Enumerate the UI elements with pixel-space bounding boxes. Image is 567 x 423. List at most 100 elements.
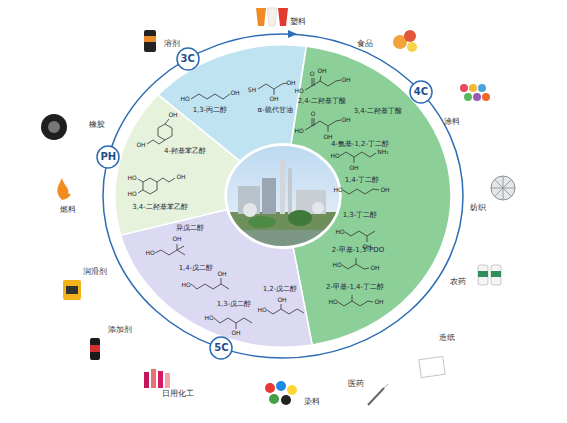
bond-line	[191, 94, 230, 99]
dye-dot	[281, 395, 291, 405]
atom-label: OH	[172, 236, 181, 242]
application-label: 纺织	[470, 204, 486, 212]
application-label: 润滑剂	[83, 268, 107, 276]
atom-label: HO	[257, 307, 266, 313]
category-code: 5C	[214, 343, 228, 353]
compound-name: 3,4-二羟基苯乙醇	[132, 204, 188, 211]
bond-line	[312, 78, 313, 86]
dye-dot	[265, 383, 275, 393]
rubber-icon	[41, 114, 67, 140]
category-badge: 4C	[409, 80, 433, 104]
sector-fill	[291, 46, 451, 345]
atom-label: OH	[341, 117, 350, 123]
bond-line	[157, 178, 175, 182]
paper-icon	[419, 356, 445, 377]
plastic-icon	[256, 8, 288, 26]
photo-tree	[248, 216, 276, 228]
bond-line	[214, 318, 252, 323]
compound-name: 1,4-戊二醇	[179, 265, 214, 272]
sector-fill	[115, 95, 240, 235]
paint-dot	[464, 93, 472, 101]
compound-name: 1,3-戊二醇	[217, 301, 252, 308]
atom-label: OH	[370, 265, 379, 271]
lipstick	[165, 373, 170, 388]
paint-dot	[473, 93, 481, 101]
compound-name: 2-甲基-1,4-丁二醇	[326, 284, 384, 291]
lipstick	[158, 371, 163, 388]
skeletal-formulas	[138, 76, 379, 329]
atom-label: HO	[180, 96, 189, 102]
solvent-icon	[144, 30, 156, 52]
fan-body	[491, 176, 515, 200]
food-shape	[404, 30, 416, 42]
atom-label: OH	[349, 165, 358, 171]
compound-name: 2-甲基-1,3-PDO	[332, 247, 384, 254]
bond-line	[345, 231, 375, 236]
bond-line	[177, 244, 178, 250]
photo-sky	[224, 143, 342, 249]
compound-name: 3,4-二羟基丁酸	[354, 108, 403, 115]
fuel-flame	[57, 178, 70, 200]
atom-label: HO	[294, 128, 303, 134]
photo-tank	[243, 203, 257, 217]
pesticide-strip	[491, 271, 501, 277]
photo-tank	[312, 202, 324, 214]
bond-line	[191, 284, 229, 289]
syringe-needle	[384, 384, 388, 388]
category-badge: 5C	[209, 336, 233, 360]
atom-label: OH	[136, 142, 145, 148]
bond-line	[340, 152, 376, 157]
medicine-icon	[368, 384, 388, 405]
benzene-ring	[158, 124, 172, 140]
textile-icon	[491, 176, 515, 200]
application-label: 燃料	[60, 206, 76, 214]
atom-label: HO	[294, 88, 303, 94]
tire	[41, 114, 67, 140]
application-label: 橡胶	[89, 121, 105, 129]
atom-label: O	[310, 71, 315, 77]
syringe-body	[368, 388, 384, 405]
atom-label: HO	[333, 187, 342, 193]
bond-line	[155, 250, 185, 255]
atom-label: OH	[286, 80, 295, 86]
atom-label: HO	[127, 191, 136, 197]
oil-jug	[63, 280, 81, 300]
lipstick	[144, 372, 149, 388]
atom-label: OH	[380, 187, 389, 193]
sector-fill	[158, 45, 306, 161]
atom-label: HO	[328, 299, 337, 305]
bond-line	[165, 119, 169, 124]
atom-label: OH	[176, 174, 185, 180]
photo-frame	[226, 145, 340, 247]
plastic-cup	[267, 8, 277, 26]
tire-hub	[48, 121, 60, 133]
badge-circle	[97, 146, 119, 168]
atom-label: OH	[323, 134, 332, 140]
additive-icon	[90, 338, 100, 360]
compound-name: 1,4-丁二醇	[345, 177, 380, 184]
bond-line	[312, 120, 341, 126]
bond-line	[352, 295, 353, 301]
application-label: 添加剂	[108, 326, 132, 334]
bond-line	[236, 323, 237, 329]
bond-line	[221, 278, 222, 284]
atom-label: HO	[335, 229, 344, 235]
compound-name: 1,3-丙二醇	[193, 107, 228, 114]
badge-circle	[177, 48, 199, 70]
atom-label: OH	[168, 112, 177, 118]
bond-line	[147, 140, 165, 144]
bond-line	[354, 157, 355, 163]
atom-label: OH	[362, 244, 371, 250]
dye-icon	[265, 381, 297, 405]
fan-grill	[491, 176, 515, 200]
paint-dot	[469, 84, 477, 92]
atom-label: NH₂	[377, 149, 388, 155]
bond-line	[314, 78, 315, 86]
solvent-bottle	[144, 30, 156, 52]
oil-label	[66, 286, 78, 294]
additive-strip	[90, 345, 100, 352]
dye-dot	[287, 385, 297, 395]
bond-line	[177, 246, 184, 250]
bond-line	[305, 86, 312, 90]
